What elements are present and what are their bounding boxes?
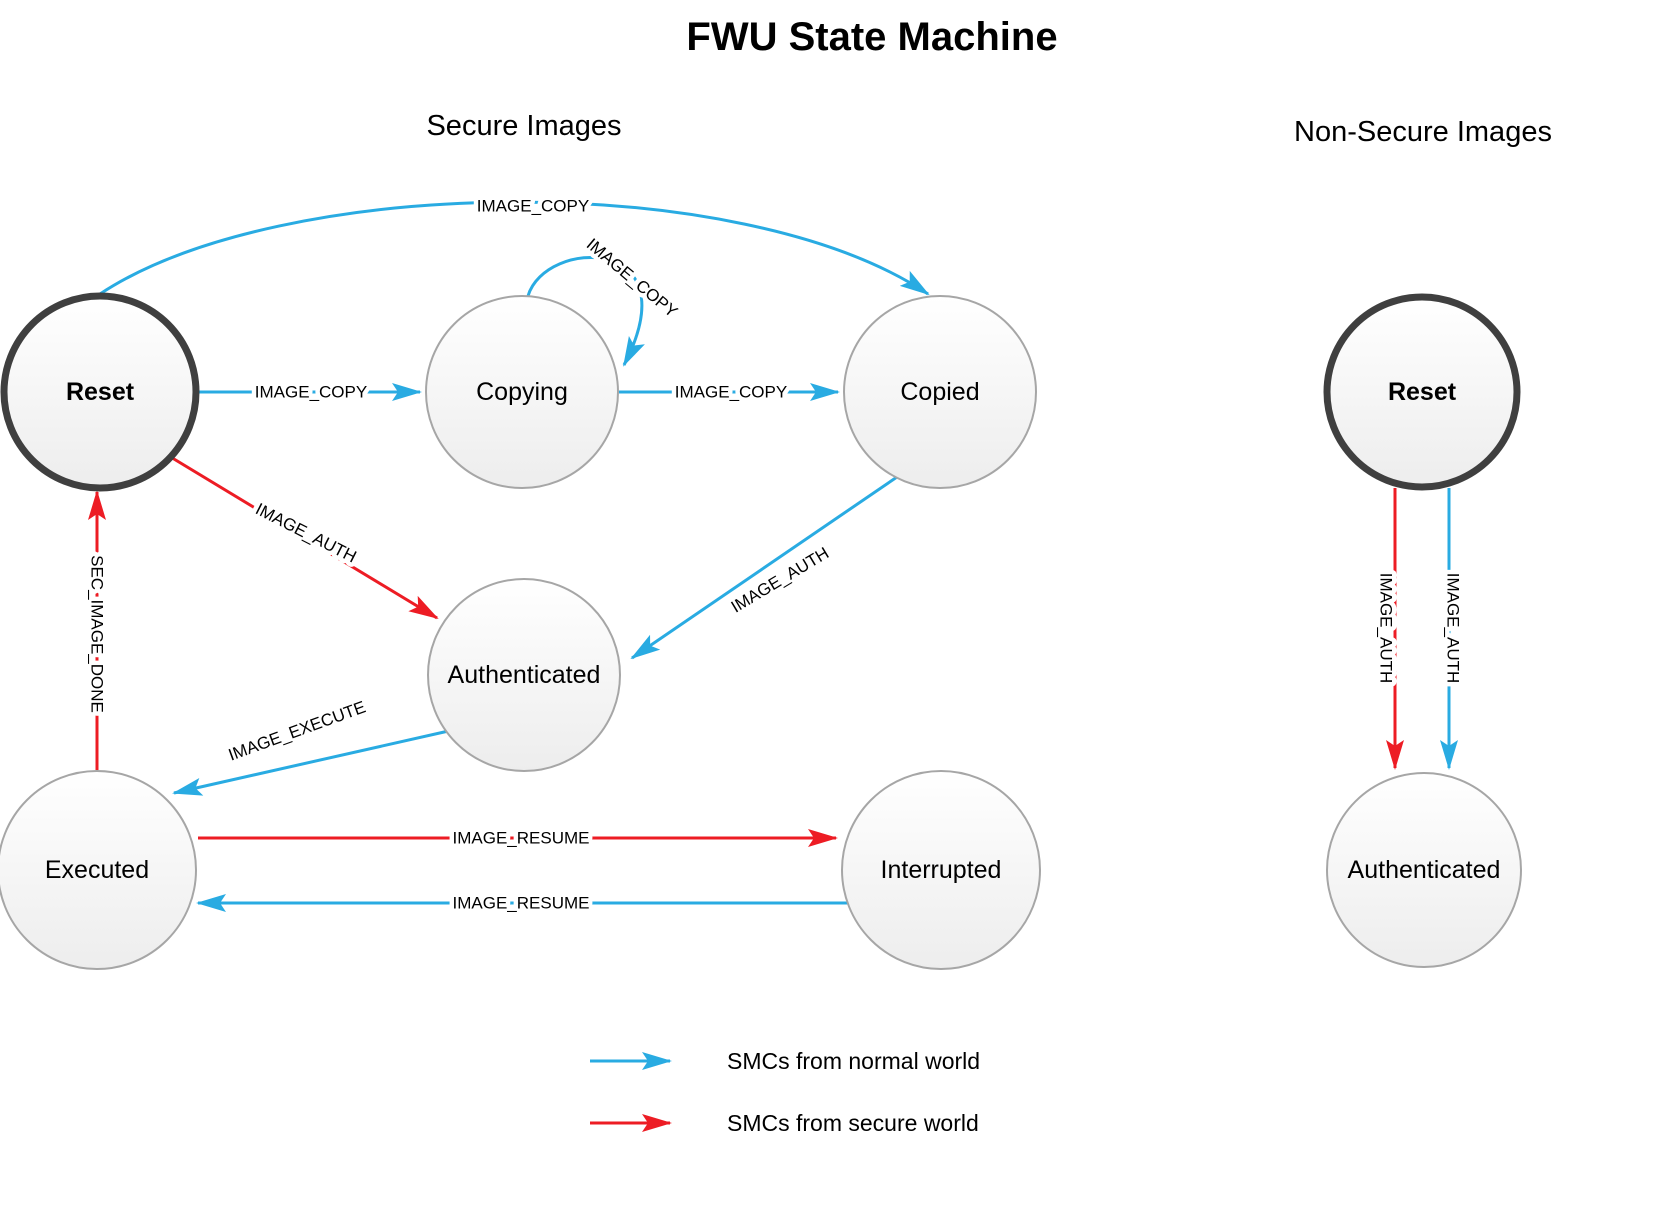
state-node-secure-reset: Reset: [0, 292, 200, 492]
edge-label-interrupted-to-executed: IMAGE_RESUME: [453, 894, 590, 913]
edge-label-copying-to-copied: IMAGE_COPY: [675, 383, 787, 402]
section-label-non-secure: Non-Secure Images: [1294, 116, 1552, 148]
edge-authenticated-to-executed: [172, 728, 454, 796]
legend: SMCs from normal world SMCs from secure …: [590, 1048, 980, 1136]
legend-label-secure-world: SMCs from secure world: [727, 1110, 979, 1136]
state-node-non-secure-authenticated: Authenticated: [1326, 772, 1522, 968]
edge-label-executed-to-interrupted: IMAGE_RESUME: [453, 829, 590, 848]
state-label: Executed: [45, 856, 149, 884]
edge-labels-secure: IMAGE_COPY IMAGE_COPY IMAGE_COPY IMAGE_C…: [83, 192, 837, 917]
state-label: Copying: [476, 378, 568, 406]
edge-copied-to-authenticated: [630, 475, 898, 660]
state-label: Reset: [66, 378, 135, 406]
state-circle: [0, 770, 197, 970]
state-circle: [843, 295, 1037, 489]
edge-label-copying-self-loop: IMAGE_COPY: [583, 235, 681, 322]
state-node-copying: Copying: [425, 295, 619, 489]
section-label-secure: Secure Images: [426, 110, 621, 142]
state-label: Authenticated: [448, 661, 601, 689]
edge-copying-self-loop: [526, 256, 645, 367]
state-circle: [425, 295, 619, 489]
edge-label-ns-reset-to-authenticated-normal: IMAGE_AUTH: [1444, 573, 1463, 684]
edges-non-secure: [1386, 488, 1458, 770]
state-circle: [841, 770, 1041, 970]
edge-label-executed-to-reset: SEC_IMAGE_DONE: [88, 555, 107, 713]
state-label: Copied: [900, 378, 979, 406]
state-label: Reset: [1388, 378, 1457, 406]
state-node-copied: Copied: [843, 295, 1037, 489]
state-circle: [0, 292, 200, 492]
state-label: Interrupted: [881, 856, 1002, 884]
edge-label-reset-to-copied: IMAGE_COPY: [477, 197, 589, 216]
edge-labels-non-secure: IMAGE_AUTH IMAGE_AUTH: [1372, 568, 1467, 688]
diagram-title: FWU State Machine: [686, 15, 1057, 59]
state-circle: [1326, 772, 1522, 968]
edges-secure: [88, 200, 930, 912]
edge-label-reset-to-authenticated: IMAGE_AUTH: [252, 499, 359, 566]
legend-item-secure-world: SMCs from secure world: [590, 1110, 979, 1136]
state-node-interrupted: Interrupted: [841, 770, 1041, 970]
edge-reset-to-copied: [99, 200, 930, 296]
edge-label-reset-to-copying: IMAGE_COPY: [255, 383, 367, 402]
state-label: Authenticated: [1348, 856, 1501, 884]
edge-label-ns-reset-to-authenticated-secure: IMAGE_AUTH: [1377, 573, 1396, 684]
state-circle: [1323, 293, 1521, 491]
edge-label-copied-to-authenticated: IMAGE_AUTH: [728, 543, 833, 616]
state-node-non-secure-reset: Reset: [1323, 293, 1521, 491]
edge-reset-to-authenticated: [168, 454, 439, 620]
legend-item-normal-world: SMCs from normal world: [590, 1048, 980, 1074]
state-node-authenticated: Authenticated: [427, 578, 621, 772]
state-node-executed: Executed: [0, 770, 197, 970]
legend-label-normal-world: SMCs from normal world: [727, 1048, 980, 1074]
state-circle: [427, 578, 621, 772]
